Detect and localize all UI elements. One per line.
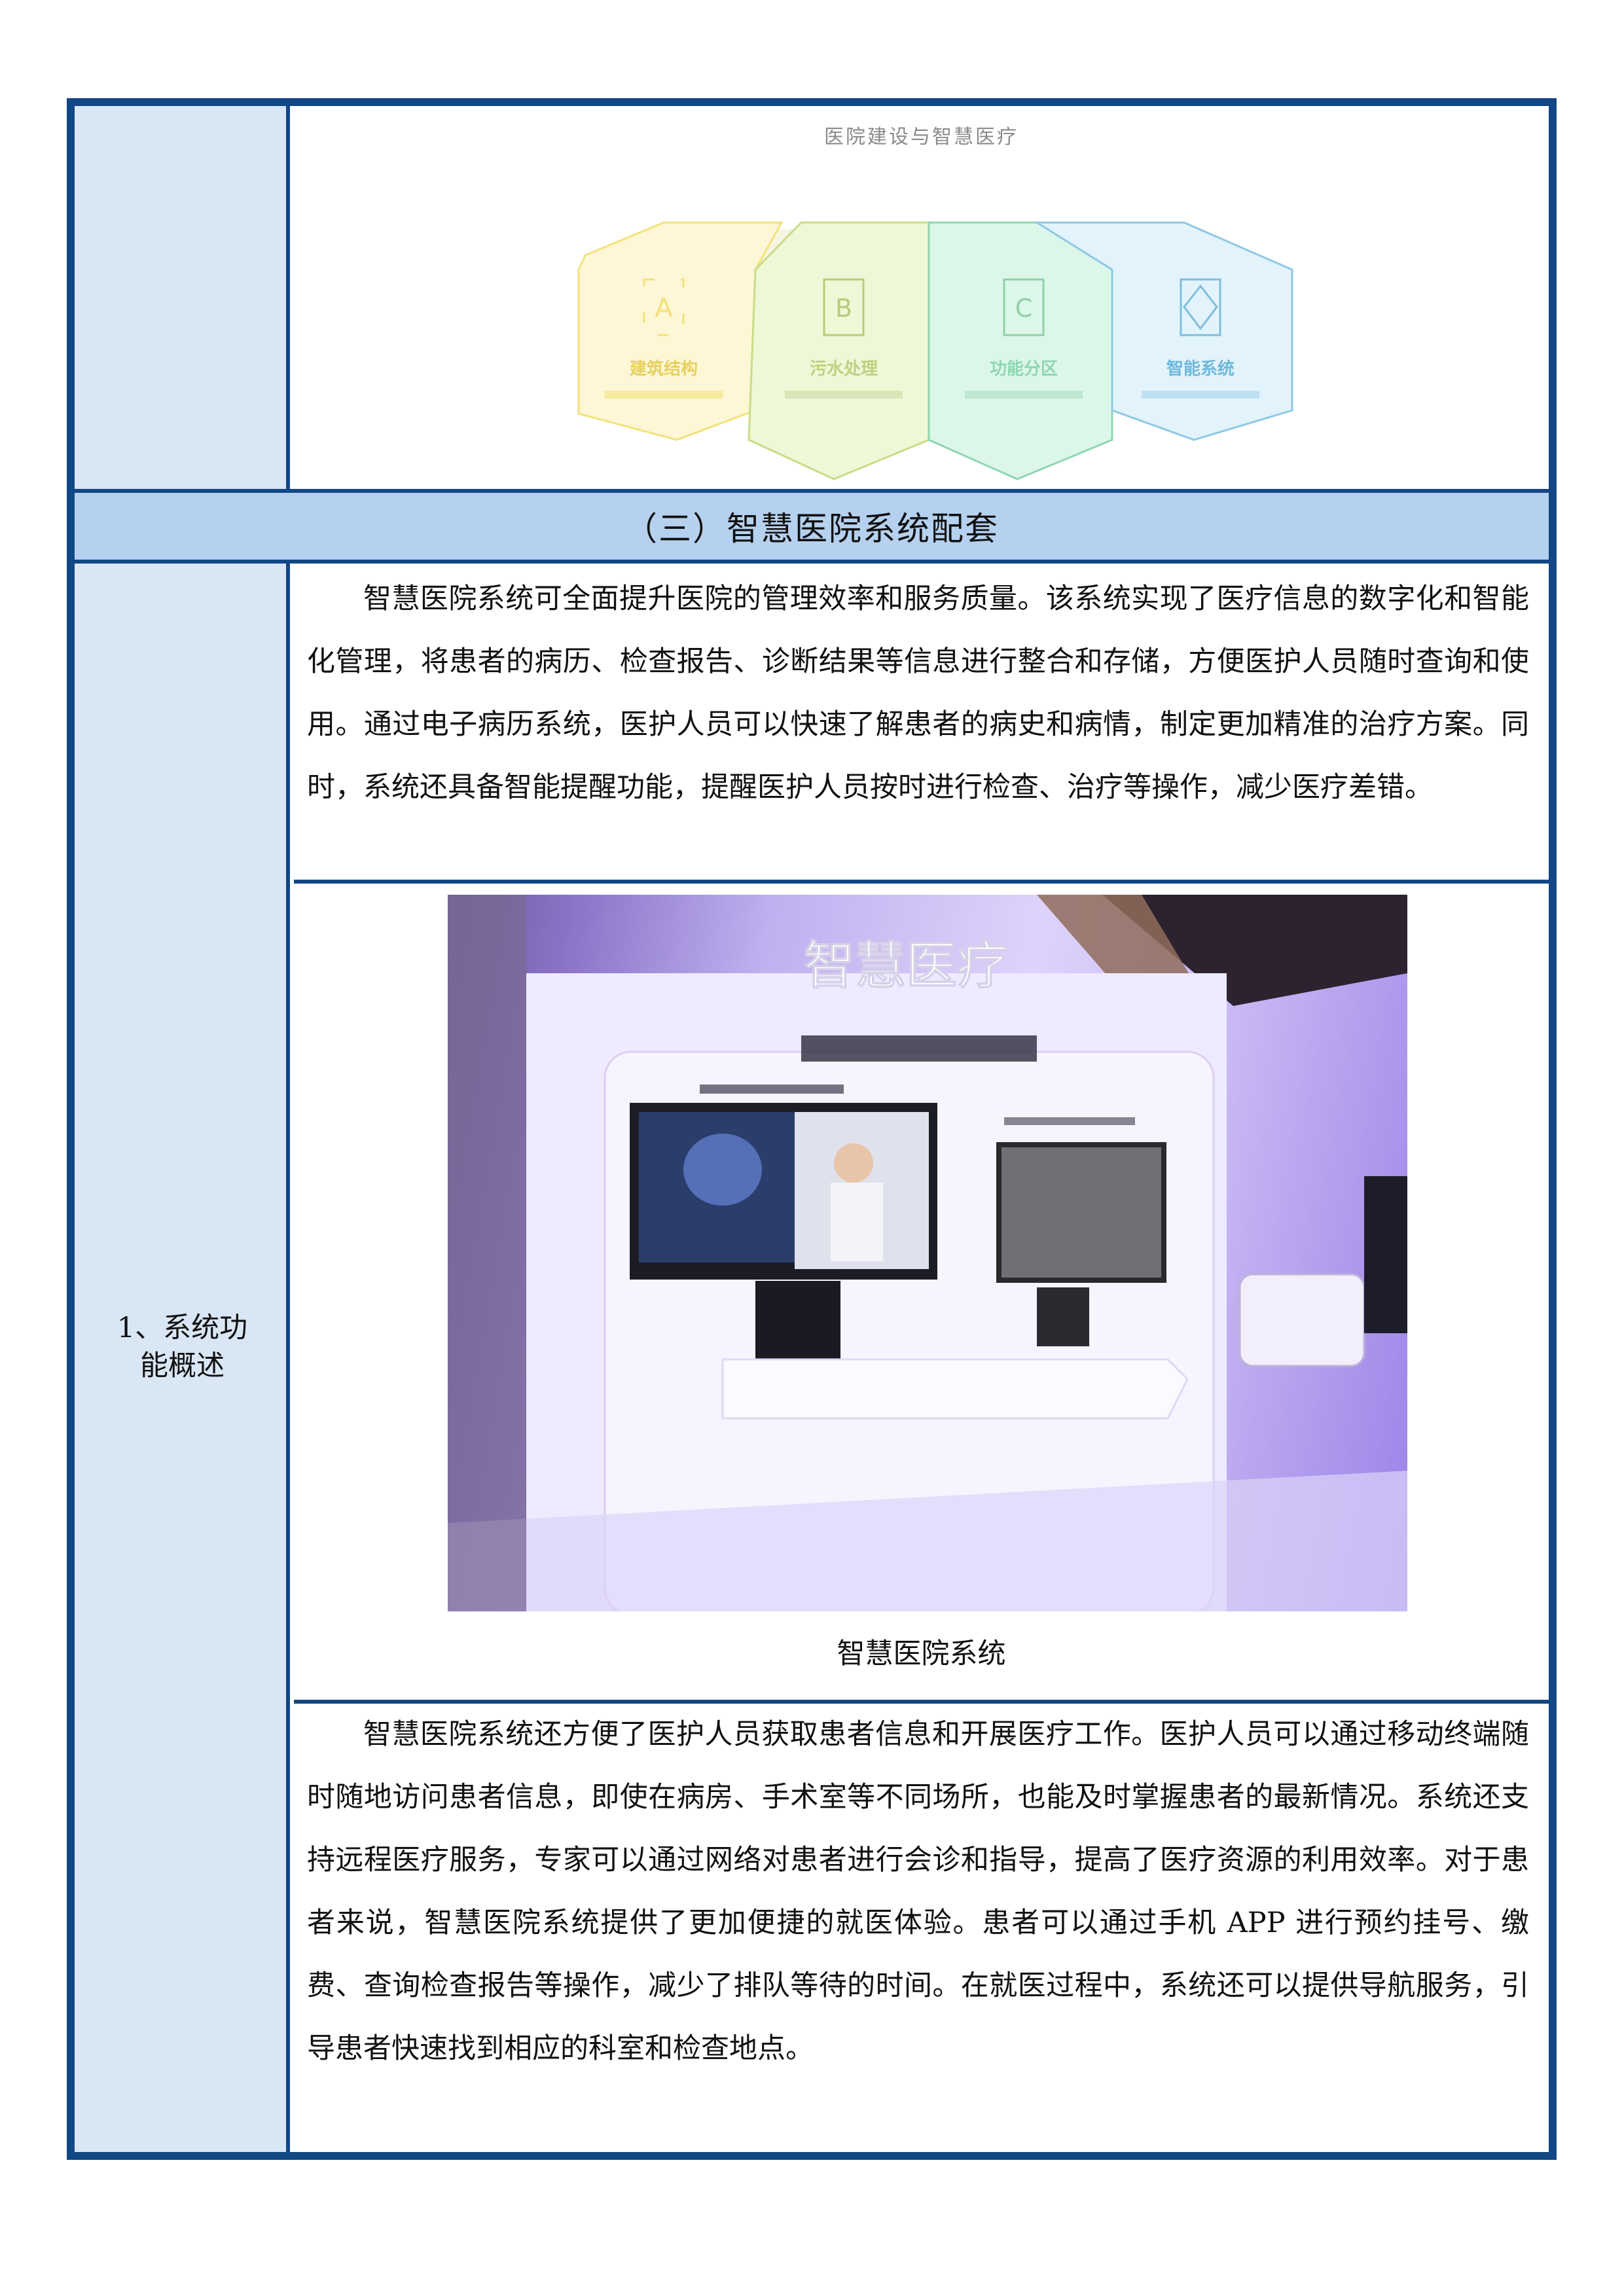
photo-caption: 智慧医院系统 (837, 1638, 1006, 1670)
smart-hospital-photo: 智慧医疗 (448, 895, 1407, 1611)
document-table: 医院建设与智慧医疗 A 建筑结构 B 污水处理 (67, 98, 1557, 2160)
row-divider (75, 560, 1549, 564)
row-divider (294, 880, 1549, 884)
panel-b: B 污水处理 (748, 221, 930, 480)
row-label: 1、系统功能概述 (75, 1309, 290, 1385)
svg-text:污水处理: 污水处理 (810, 359, 878, 379)
svg-text:智能系统: 智能系统 (1166, 359, 1235, 379)
row-label-text: 1、系统功能概述 (117, 1312, 248, 1382)
paragraph-details: 智慧医院系统还方便了医护人员获取患者信息和开展医疗工作。医护人员可以通过移动终端… (307, 1718, 1529, 2065)
left-column-cell-top (75, 106, 290, 489)
panel-c: C 功能分区 (928, 221, 1113, 480)
panel-a: A 建筑结构 (577, 221, 784, 441)
svg-text:功能分区: 功能分区 (990, 359, 1058, 379)
svg-text:建筑结构: 建筑结构 (630, 359, 698, 379)
diagram-panels: A 建筑结构 B 污水处理 C 功能分区 (577, 221, 1293, 480)
section-header: （三）智慧医院系统配套 (75, 493, 1549, 560)
row-divider (294, 1700, 1549, 1704)
hospital-diagram-image: 医院建设与智慧医疗 A 建筑结构 B 污水处理 (294, 106, 1549, 489)
svg-text:B: B (835, 294, 852, 323)
svg-text:A: A (655, 293, 673, 323)
paragraph-overview: 智慧医院系统可全面提升医院的管理效率和服务质量。该系统实现了医疗信息的数字化和智… (307, 583, 1529, 804)
diagram-title: 医院建设与智慧医疗 (824, 126, 1019, 149)
photo-sign-text: 智慧医疗 (804, 937, 1008, 996)
left-column-cell-main (75, 564, 290, 2152)
svg-text:C: C (1015, 294, 1033, 323)
panel-d: 智能系统 (1033, 221, 1293, 441)
row-divider (75, 489, 1549, 493)
